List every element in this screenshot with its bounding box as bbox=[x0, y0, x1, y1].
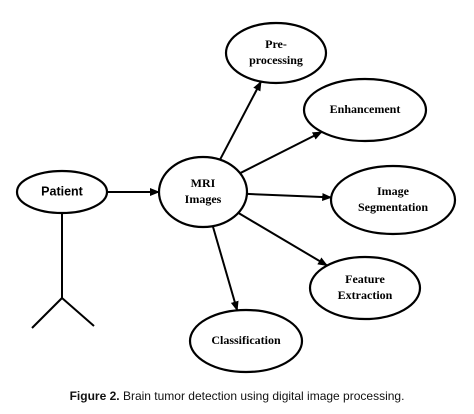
caption-text: Brain tumor detection using digital imag… bbox=[122, 389, 405, 403]
node-classification-ellipse bbox=[188, 308, 304, 374]
node-pre-processing-label: processing bbox=[249, 53, 303, 67]
node-pre-processing-ellipse bbox=[224, 21, 328, 85]
caption-prefix: Figure 2. bbox=[69, 389, 120, 403]
arrow-mri-images-to-image-segmentation bbox=[246, 192, 333, 202]
node-patient-label: Patient bbox=[41, 184, 84, 198]
arrow-mri-images-to-enhancement bbox=[239, 131, 323, 175]
figure-caption: Figure 2. Brain tumor detection using di… bbox=[0, 389, 474, 403]
nodes-layer: Patient MRI Images Pre-processingEnhancemen… bbox=[15, 21, 457, 374]
node-mri-images-label: MRI bbox=[191, 176, 216, 190]
node-enhancement: Enhancement bbox=[302, 77, 428, 143]
node-patient-ellipse bbox=[15, 169, 109, 215]
node-image-segmentation-label: Segmentation bbox=[358, 200, 428, 214]
node-mri-images-ellipse bbox=[157, 155, 249, 229]
node-enhancement-label: Enhancement bbox=[330, 102, 401, 116]
edges-layer bbox=[107, 80, 333, 312]
node-mri-images: MRI Images bbox=[157, 155, 249, 229]
node-image-segmentation-ellipse bbox=[329, 164, 457, 236]
node-pre-processing-label: Pre- bbox=[265, 37, 287, 51]
node-mri-images-label: Images bbox=[185, 192, 222, 206]
node-pre-processing: Pre-processing bbox=[224, 21, 328, 85]
node-classification-label: Classification bbox=[211, 333, 281, 347]
stick-figure bbox=[31, 213, 95, 329]
stick-figure-left-leg bbox=[31, 297, 63, 329]
arrow-mri-images-to-classification bbox=[211, 225, 239, 312]
node-image-segmentation-label: Image bbox=[377, 184, 410, 198]
node-classification: Classification bbox=[188, 308, 304, 374]
stick-figure-right-leg bbox=[61, 297, 95, 327]
node-feature-extraction-label: Feature bbox=[345, 272, 385, 286]
node-enhancement-ellipse bbox=[302, 77, 428, 143]
node-patient: Patient bbox=[15, 169, 109, 215]
node-feature-extraction-label: Extraction bbox=[338, 288, 393, 302]
node-feature-extraction-ellipse bbox=[308, 255, 422, 321]
arrow-mri-images-to-feature-extraction bbox=[237, 212, 328, 267]
arrow-mri-images-to-pre-processing bbox=[219, 80, 262, 161]
